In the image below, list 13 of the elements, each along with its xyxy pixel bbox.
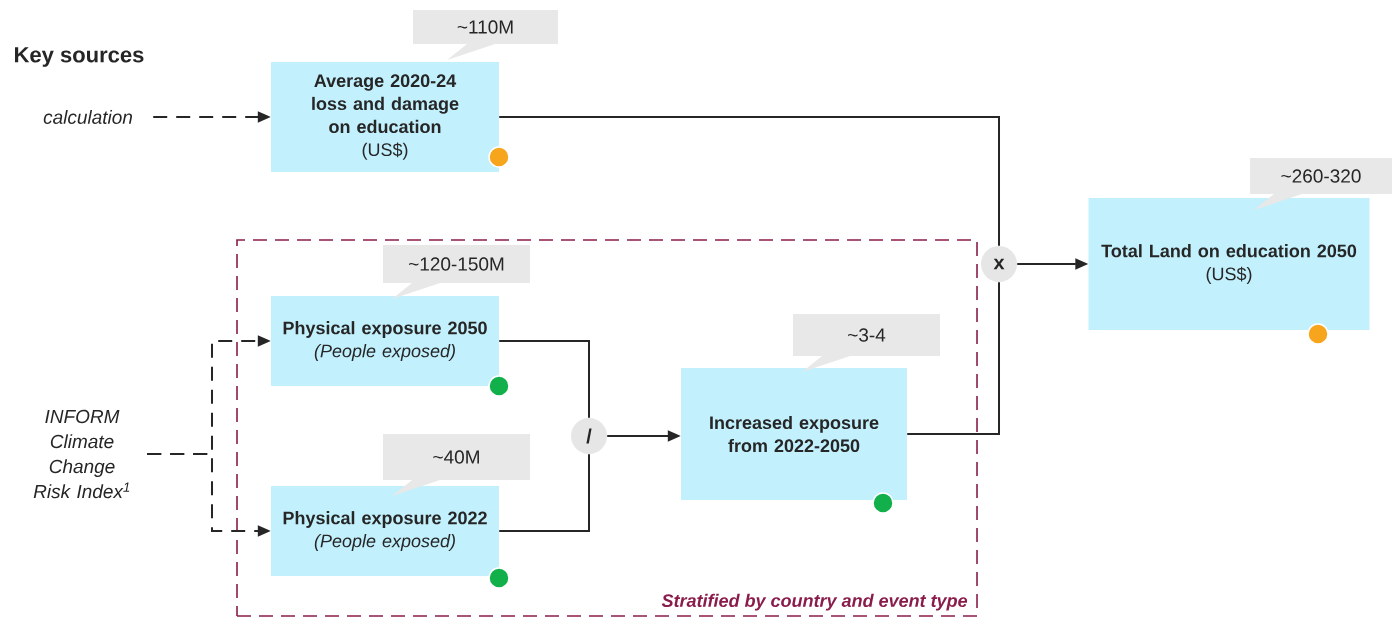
callout-bubble: ~260-320 xyxy=(1250,158,1392,210)
source-text: INFORM Climate Change Risk Index$^{1}$ xyxy=(33,409,130,499)
process-box: Average 2020-24 loss and damage on education (US$) xyxy=(271,62,499,172)
callout-bubble: ~120-150M xyxy=(383,245,530,299)
process-box: Physical exposure 2050 (People exposed) xyxy=(271,296,499,386)
callout-bubble: ~3-4 xyxy=(793,314,940,372)
process-box: Physical exposure 2022 (People exposed) xyxy=(271,486,499,576)
process-box: Total Land on education 2050 (US$) xyxy=(1088,198,1370,330)
process-box: Increased exposure from 2022-2050 xyxy=(681,368,907,500)
source-text: calculation xyxy=(43,110,132,124)
heading: Key sources xyxy=(15,47,144,67)
callout-bubble: ~110M xyxy=(413,10,558,60)
callout-bubble: ~40M xyxy=(383,434,530,496)
